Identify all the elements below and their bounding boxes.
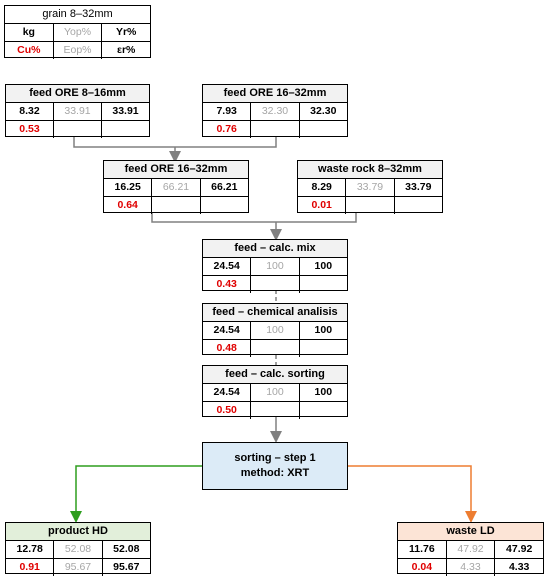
e-op-value	[346, 197, 395, 214]
y-r-value: 66.21	[211, 181, 238, 193]
box-title: feed ORE 16–32mm	[203, 85, 347, 103]
box-feed-calc-sorting: feed – calc. sorting 24.54 100 100 0.50	[202, 365, 348, 419]
cu-value: 0.53	[6, 121, 54, 138]
box-feed-ore-16-32-b: feed ORE 16–32mm 16.25 66.21 66.21 0.64	[103, 160, 249, 214]
y-op-value: 32.30	[251, 103, 300, 120]
merge-line-top	[73, 137, 277, 148]
legend-yr: Yr%	[115, 26, 137, 38]
kg-value: 11.76	[398, 541, 447, 558]
sorting-method-label: method: XRT	[240, 467, 310, 479]
cu-value: 0.43	[203, 276, 252, 293]
y-r-value: 33.91	[112, 105, 139, 117]
kg-value: 8.32	[6, 103, 54, 120]
e-r-value	[395, 197, 442, 214]
kg-value: 8.29	[298, 179, 347, 196]
box-product-hd: product HD 12.78 52.08 52.08 0.91 95.67 …	[5, 522, 151, 576]
e-op-value	[251, 340, 300, 357]
merge-line-mid	[151, 212, 357, 223]
arrow-to-waste-ld	[348, 465, 477, 523]
e-r-value	[300, 121, 347, 138]
legend-title: grain 8–32mm	[5, 6, 150, 24]
y-r-value: 100	[314, 386, 333, 398]
legend-yop: Yop%	[54, 24, 103, 41]
kg-value: 24.54	[203, 322, 252, 339]
kg-value: 12.78	[6, 541, 55, 558]
kg-value: 24.54	[203, 258, 252, 275]
e-op-value	[152, 197, 201, 214]
arrow-to-product-hd	[70, 465, 202, 523]
e-r-value	[300, 276, 347, 293]
y-op-value: 47.92	[447, 541, 496, 558]
y-r-value: 100	[314, 324, 333, 336]
y-r-value: 33.79	[405, 181, 432, 193]
box-feed-ore-8-16: feed ORE 8–16mm 8.32 33.91 33.91 0.53	[5, 84, 150, 138]
cu-value: 0.76	[203, 121, 252, 138]
y-op-value: 100	[251, 384, 300, 401]
kg-value: 7.93	[203, 103, 252, 120]
e-op-value: 95.67	[54, 559, 103, 576]
sorting-step-box: sorting – step 1 method: XRT	[202, 442, 348, 490]
e-op-value: 4.33	[447, 559, 496, 576]
box-title: feed – calc. mix	[203, 240, 347, 258]
e-r-value	[300, 340, 347, 357]
y-op-value: 33.79	[346, 179, 395, 196]
legend-cu: Cu%	[5, 42, 54, 59]
y-op-value: 66.21	[152, 179, 201, 196]
box-title: waste rock 8–32mm	[298, 161, 442, 179]
e-op-value	[251, 121, 300, 138]
legend-eop: Eop%	[54, 42, 103, 59]
cu-value: 0.50	[203, 402, 252, 419]
e-op-value	[54, 121, 102, 138]
box-title: waste LD	[398, 523, 543, 541]
y-op-value: 100	[251, 322, 300, 339]
y-r-value: 52.08	[113, 543, 140, 555]
e-r-value	[201, 197, 248, 214]
legend-er: εr%	[116, 44, 136, 56]
box-waste-ld: waste LD 11.76 47.92 47.92 0.04 4.33 4.3…	[397, 522, 544, 576]
legend-kg: kg	[5, 24, 54, 41]
sorting-step-label: sorting – step 1	[234, 452, 316, 464]
y-op-value: 52.08	[54, 541, 103, 558]
cu-value: 0.01	[298, 197, 347, 214]
box-title: product HD	[6, 523, 150, 541]
y-r-value: 100	[314, 260, 333, 272]
box-feed-chemical-analisis: feed – chemical analisis 24.54 100 100 0…	[202, 303, 348, 357]
y-r-value: 47.92	[506, 543, 533, 555]
y-op-value: 33.91	[54, 103, 102, 120]
box-title: feed – chemical analisis	[203, 304, 347, 322]
cu-value: 0.91	[6, 559, 55, 576]
cu-value: 0.04	[398, 559, 447, 576]
e-r-value: 95.67	[113, 561, 140, 573]
box-feed-ore-16-32-a: feed ORE 16–32mm 7.93 32.30 32.30 0.76	[202, 84, 348, 138]
cu-value: 0.48	[203, 340, 252, 357]
e-op-value	[251, 402, 300, 419]
box-title: feed ORE 8–16mm	[6, 85, 149, 103]
kg-value: 16.25	[104, 179, 153, 196]
e-op-value	[251, 276, 300, 293]
box-title: feed – calc. sorting	[203, 366, 347, 384]
e-r-value	[300, 402, 347, 419]
e-r-value: 4.33	[508, 561, 530, 573]
kg-value: 24.54	[203, 384, 252, 401]
e-r-value	[102, 121, 149, 138]
box-waste-rock: waste rock 8–32mm 8.29 33.79 33.79 0.01	[297, 160, 443, 214]
legend-box: grain 8–32mm kg Yop% Yr% Cu% Eop% εr%	[4, 5, 151, 59]
cu-value: 0.64	[104, 197, 153, 214]
y-op-value: 100	[251, 258, 300, 275]
box-title: feed ORE 16–32mm	[104, 161, 248, 179]
box-feed-calc-mix: feed – calc. mix 24.54 100 100 0.43	[202, 239, 348, 293]
y-r-value: 32.30	[310, 105, 337, 117]
